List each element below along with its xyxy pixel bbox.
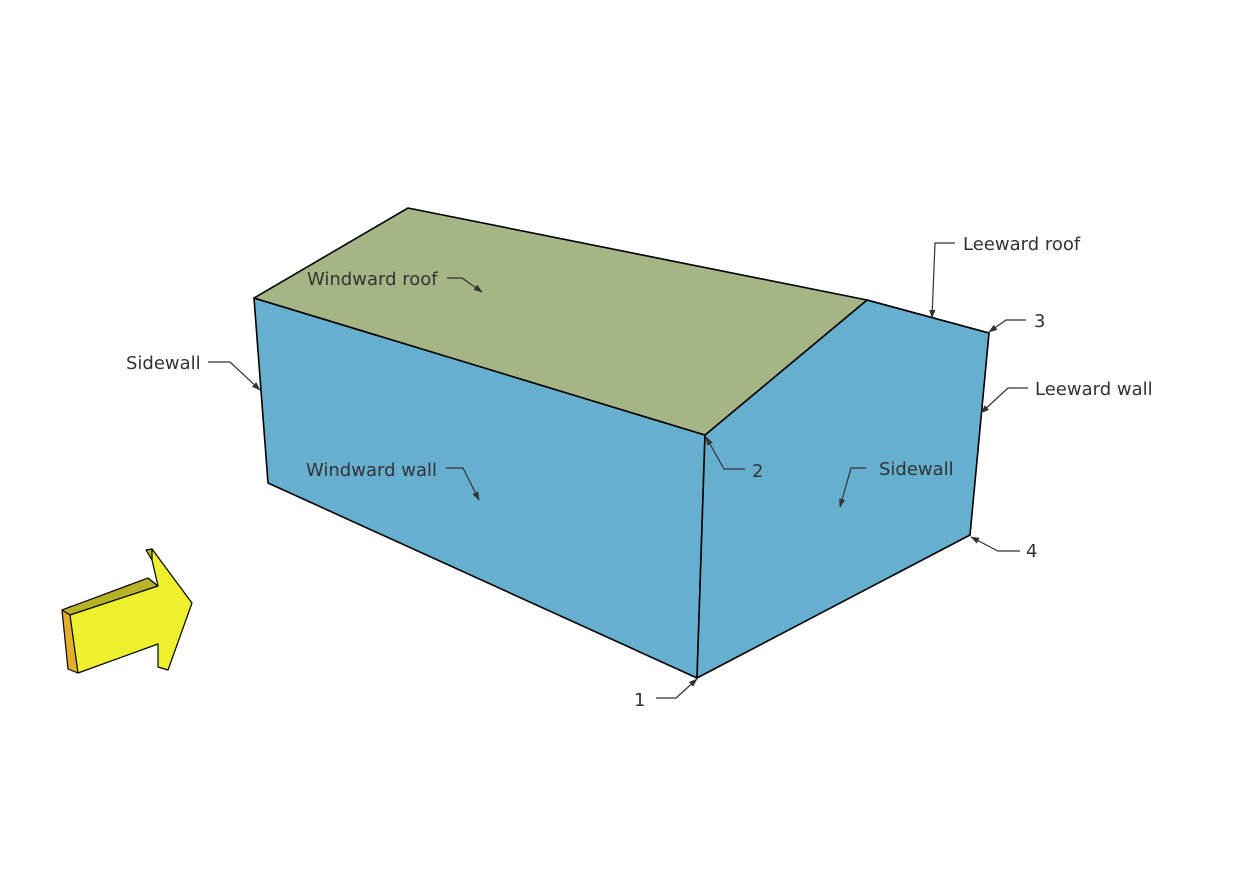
leeward-roof-leader bbox=[929, 242, 955, 319]
arrow-front-face bbox=[69, 548, 193, 674]
corner-1-leader bbox=[656, 678, 698, 699]
sidewall-right-label: Sidewall bbox=[879, 459, 954, 480]
windward-wall-label: Windward wall bbox=[306, 460, 437, 481]
sidewall-right-leader bbox=[839, 467, 866, 508]
leeward-roof-label: Leeward roof bbox=[963, 234, 1081, 255]
building bbox=[253, 207, 990, 679]
leeward-wall-leader bbox=[980, 387, 1028, 414]
corner-3-label: 3 bbox=[1034, 311, 1045, 332]
corner-4-label: 4 bbox=[1026, 541, 1037, 562]
corner-1-label: 1 bbox=[634, 690, 645, 711]
windward-wall-leader bbox=[446, 467, 480, 501]
leeward-roof-edge bbox=[866, 299, 990, 334]
sidewall-left-leader bbox=[208, 361, 261, 391]
corner-2-leader bbox=[705, 436, 745, 470]
corner-3-leader bbox=[988, 319, 1026, 333]
corner-4-leader bbox=[970, 536, 1020, 552]
leader-lines bbox=[208, 242, 1028, 699]
labels: Windward roof Leeward roof 3 Sidewall Le… bbox=[126, 234, 1153, 711]
leeward-wall-label: Leeward wall bbox=[1035, 379, 1153, 400]
wind-direction-arrow-icon bbox=[61, 548, 193, 674]
corner-2-label: 2 bbox=[752, 461, 763, 482]
windward-roof-leader bbox=[447, 277, 483, 293]
windward-roof-label: Windward roof bbox=[307, 269, 438, 290]
sidewall-left-label: Sidewall bbox=[126, 353, 201, 374]
